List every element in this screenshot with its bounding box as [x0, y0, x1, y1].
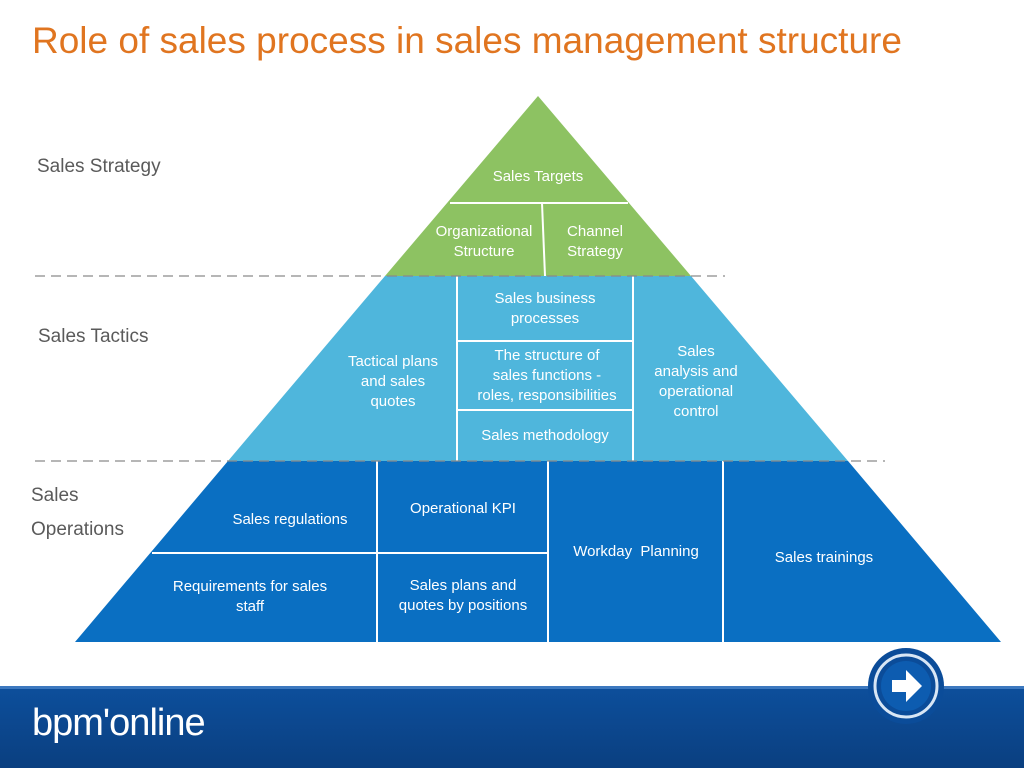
cell-sales-business-processes: Sales business processes [459, 282, 631, 336]
cell-plans-line1: Sales plans and [409, 577, 517, 594]
cell-tactical-line1: Tactical plans [347, 353, 439, 370]
cell-org-line1: Organizational [435, 223, 533, 240]
tier-label-strategy: Sales Strategy [37, 156, 161, 177]
cell-sales-plans-quotes: Sales plans and quotes by positions [380, 574, 546, 618]
pyramid-operations-tier [75, 461, 1001, 642]
cell-tactical-line3: quotes [370, 393, 416, 410]
cell-business-line2: processes [510, 310, 580, 327]
cell-plans-line2: quotes by positions [398, 597, 528, 614]
footer-bar: bpm'online [0, 686, 1024, 768]
cell-sales-regulations: Sales regulations [232, 511, 348, 528]
cell-requirements-line2: staff [235, 598, 265, 615]
tier-label-tactics: Sales Tactics [38, 326, 149, 347]
cell-analysis-line1: Sales [677, 343, 715, 360]
pyramid-tactics-tier [228, 276, 848, 461]
cell-sales-analysis: Sales analysis and operational control [636, 340, 756, 424]
cell-structure-of-sales-functions: The structure of sales functions - roles… [459, 344, 635, 408]
cell-organizational-structure: Organizational Structure [418, 220, 550, 264]
pyramid-strategy-tier [385, 96, 691, 276]
cell-tactical-plans: Tactical plans and sales quotes [330, 350, 456, 414]
cell-sales-methodology: Sales methodology [481, 427, 609, 444]
cell-sales-targets: Sales Targets [492, 168, 584, 185]
cell-tactical-line2: and sales [360, 373, 426, 390]
cell-structure-line2: sales functions - [492, 367, 602, 384]
divider-strategy-vertical [541, 202, 546, 277]
tier-label-operations-line1: Sales [31, 485, 79, 506]
cell-channel-line2: Strategy [567, 243, 623, 260]
cell-analysis-line3: operational [658, 383, 734, 400]
cell-channel-line1: Channel [567, 223, 623, 240]
cell-structure-line1: The structure of [494, 347, 600, 364]
cell-requirements-for-sales-staff: Requirements for sales staff [150, 575, 350, 619]
arrow-right-icon [868, 648, 944, 724]
cell-channel-strategy: Channel Strategy [548, 220, 642, 264]
pyramid-diagram [35, 96, 1001, 642]
cell-workday-planning: Workday Planning [573, 543, 699, 560]
cell-business-line1: Sales business [494, 290, 596, 307]
next-button[interactable] [866, 646, 946, 726]
cell-operational-kpi: Operational KPI [410, 500, 516, 517]
cell-sales-trainings: Sales trainings [774, 549, 874, 566]
cell-analysis-line2: analysis and [654, 363, 738, 380]
cell-analysis-line4: control [673, 403, 719, 420]
tier-label-operations-line2: Operations [31, 519, 124, 540]
cell-org-line2: Structure [453, 243, 515, 260]
brand-logo: bpm'online [32, 702, 206, 744]
cell-structure-line3: roles, responsibilities [477, 387, 617, 404]
tier-label-operations: Sales Operations [31, 479, 124, 547]
cell-requirements-line1: Requirements for sales [172, 578, 328, 595]
page-title: Role of sales process in sales managemen… [32, 20, 902, 61]
